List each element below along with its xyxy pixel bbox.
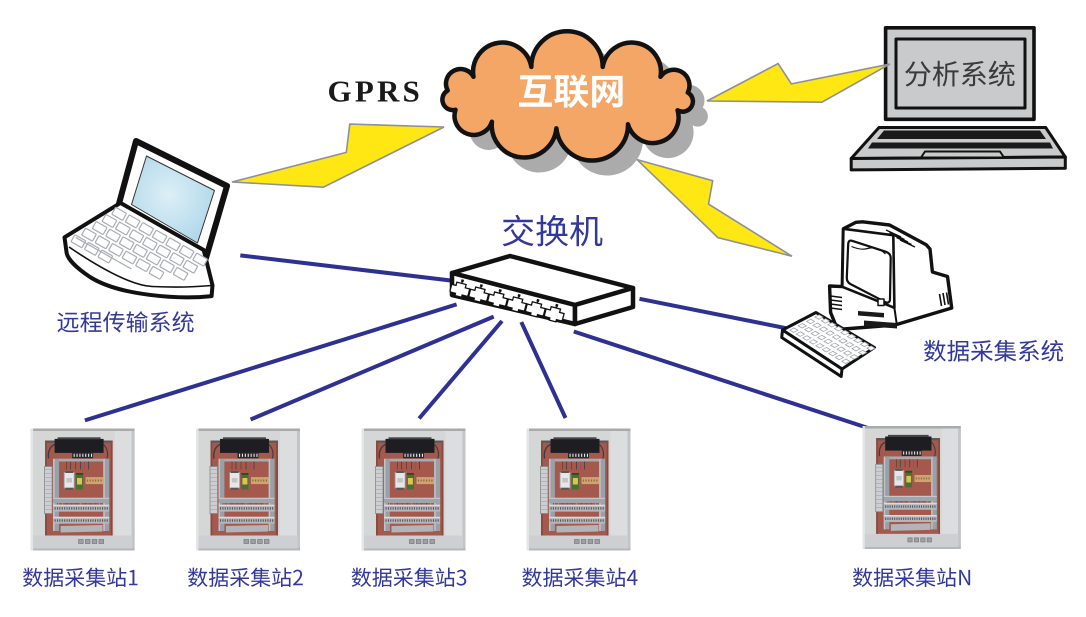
svg-text:GPRS: GPRS xyxy=(328,74,423,109)
